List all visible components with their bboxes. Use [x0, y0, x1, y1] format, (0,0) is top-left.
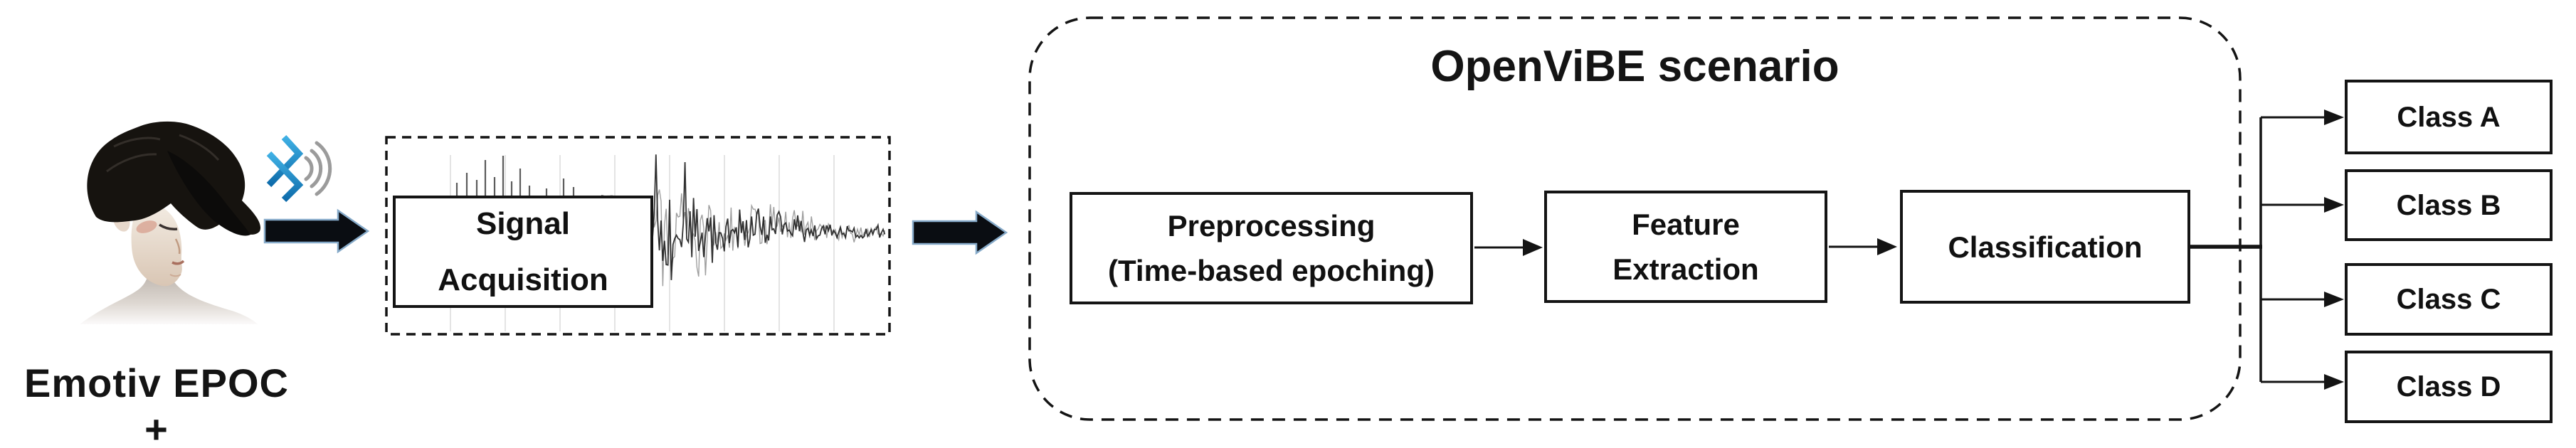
preprocessing-line1: Preprocessing: [1167, 209, 1376, 242]
preprocessing-line2: (Time-based epoching): [1108, 254, 1435, 287]
bluetooth-icon: [266, 134, 304, 203]
class-box-b: Class B: [2345, 169, 2553, 241]
feature-extraction-line2: Extraction: [1612, 252, 1759, 286]
device-label: Emotiv EPOC +: [24, 361, 289, 448]
signal-acquisition-line1: Signal: [475, 206, 571, 241]
openvibe-title: OpenViBE scenario: [1430, 42, 1839, 91]
step-arrow-1: [1474, 239, 1543, 256]
class-a-label: Class A: [2397, 101, 2501, 133]
class-arrow-b: [2261, 197, 2344, 213]
class-d-label: Class D: [2396, 371, 2501, 402]
eeg-waveform-spikes: [455, 156, 575, 197]
feature-extraction-line1: Feature: [1632, 208, 1740, 241]
class-b-label: Class B: [2396, 189, 2501, 221]
classification-line1: Classification: [1948, 230, 2143, 264]
class-arrow-a: [2261, 110, 2344, 125]
class-c-label: Class C: [2396, 284, 2501, 315]
step-arrow-2: [1829, 238, 1897, 255]
class-box-d: Class D: [2345, 351, 2553, 423]
class-box-a: Class A: [2345, 80, 2553, 154]
acquisition-dashed-container: [385, 136, 891, 336]
eeg-waveform: [601, 154, 886, 280]
step-box-classification: Classification: [1900, 190, 2190, 304]
wireless-signal-icon: [304, 141, 332, 196]
class-box-c: Class C: [2345, 263, 2553, 336]
right-arrow-icon-2: [912, 210, 1008, 255]
step-box-feature-extraction: Feature Extraction: [1544, 191, 1827, 303]
step-box-preprocessing: Preprocessing (Time-based epoching): [1070, 192, 1473, 304]
class-arrow-d: [2261, 374, 2344, 390]
person-photo: [80, 121, 261, 324]
signal-acquisition-box: Signal Acquisition: [393, 196, 653, 308]
openvibe-dashed-container: [1028, 16, 2242, 421]
signal-acquisition-line2: Acquisition: [438, 262, 608, 297]
output-branch: [2190, 110, 2344, 390]
right-arrow-icon-1: [263, 208, 370, 254]
class-arrow-c: [2261, 292, 2344, 307]
